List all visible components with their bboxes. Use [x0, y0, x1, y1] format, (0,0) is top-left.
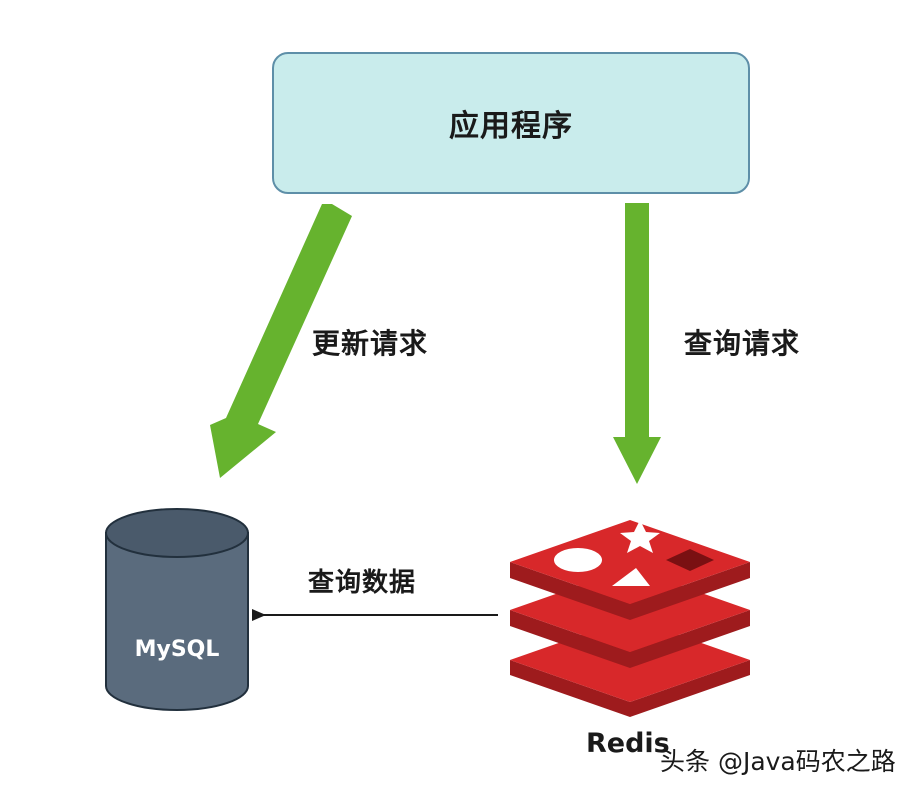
query-data-label: 查询数据: [308, 568, 417, 598]
redis-cube-symbol: [666, 549, 714, 571]
update-arrow: [210, 204, 352, 478]
query-request-label: 查询请求: [684, 327, 801, 360]
query-arrow: [613, 203, 661, 484]
mysql-node: MySQL: [105, 508, 249, 711]
mysql-label: MySQL: [135, 637, 220, 662]
redis-label: Redis: [586, 728, 670, 759]
watermark: 头条 @Java码农之路: [660, 747, 896, 776]
redis-circle-symbol: [554, 548, 602, 572]
redis-star-symbol: [620, 520, 660, 553]
redis-icon: [510, 520, 750, 717]
redis-triangle-symbol: [612, 568, 650, 586]
app-node: 应用程序: [272, 52, 750, 194]
update-request-label: 更新请求: [312, 327, 429, 360]
app-label: 应用程序: [449, 109, 573, 144]
